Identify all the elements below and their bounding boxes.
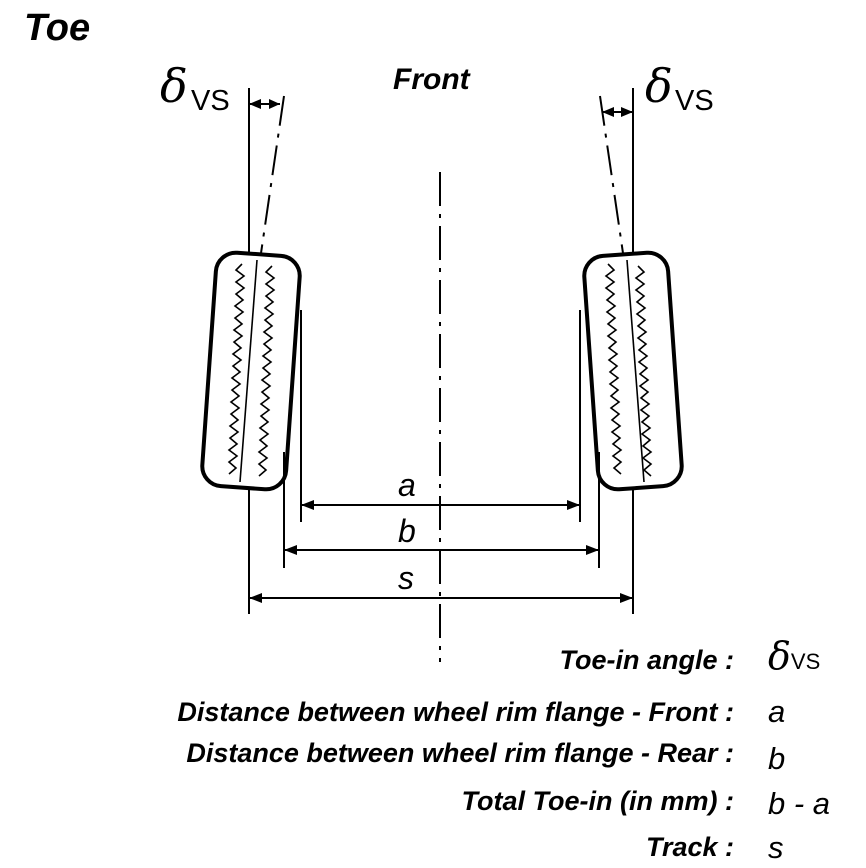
- left-tire-tread-1: [227, 263, 246, 475]
- front-label: Front: [393, 63, 472, 96]
- dimension-a-label: a: [398, 467, 416, 503]
- legend-label-rear-distance: Distance between wheel rim flange - Rear…: [186, 738, 734, 768]
- legend-value-track: s: [768, 830, 784, 865]
- legend-value-rear-distance: b: [768, 741, 786, 776]
- legend-delta-subscript: VS: [790, 649, 821, 674]
- dimension-a: a: [301, 467, 580, 510]
- left-delta-symbol: δ: [160, 59, 188, 113]
- title: Toe: [24, 7, 90, 49]
- legend-label-total-toe-in: Total Toe-in (in mm) :: [461, 786, 734, 816]
- left-tire: [200, 250, 302, 492]
- left-tire-tread-2: [257, 265, 276, 477]
- dimension-s-label: s: [398, 560, 414, 596]
- legend-value-toe-in-angle: δVS: [768, 634, 820, 678]
- legend-value-front-distance: a: [768, 694, 786, 729]
- legend-value-total-toe-in: b - a: [768, 786, 831, 821]
- right-angle-indicator: [602, 107, 633, 117]
- right-tire-tread-1: [604, 263, 623, 475]
- legend-label-front-distance: Distance between wheel rim flange - Fron…: [177, 697, 734, 727]
- right-tire: [582, 250, 684, 492]
- left-tire-groove: [239, 259, 258, 483]
- dimension-b: b: [284, 513, 599, 555]
- legend-label-toe-in-angle: Toe-in angle :: [559, 645, 735, 675]
- left-angle-indicator: [249, 99, 280, 109]
- right-toe-angle-label: δ VS: [645, 59, 714, 117]
- legend-label-track: Track :: [645, 832, 734, 862]
- right-delta-subscript: VS: [675, 85, 714, 117]
- right-tire-groove: [626, 259, 645, 483]
- right-delta-symbol: δ: [645, 59, 673, 113]
- right-wheel-axis: [599, 95, 625, 261]
- legend-delta-symbol: δ: [768, 634, 791, 678]
- right-tire-tread-2: [634, 265, 653, 477]
- left-delta-subscript: VS: [191, 85, 230, 117]
- left-toe-angle-label: δ VS: [160, 59, 230, 117]
- left-wheel-axis: [259, 95, 285, 261]
- dimension-b-label: b: [398, 513, 416, 549]
- dimension-s: s: [249, 560, 633, 603]
